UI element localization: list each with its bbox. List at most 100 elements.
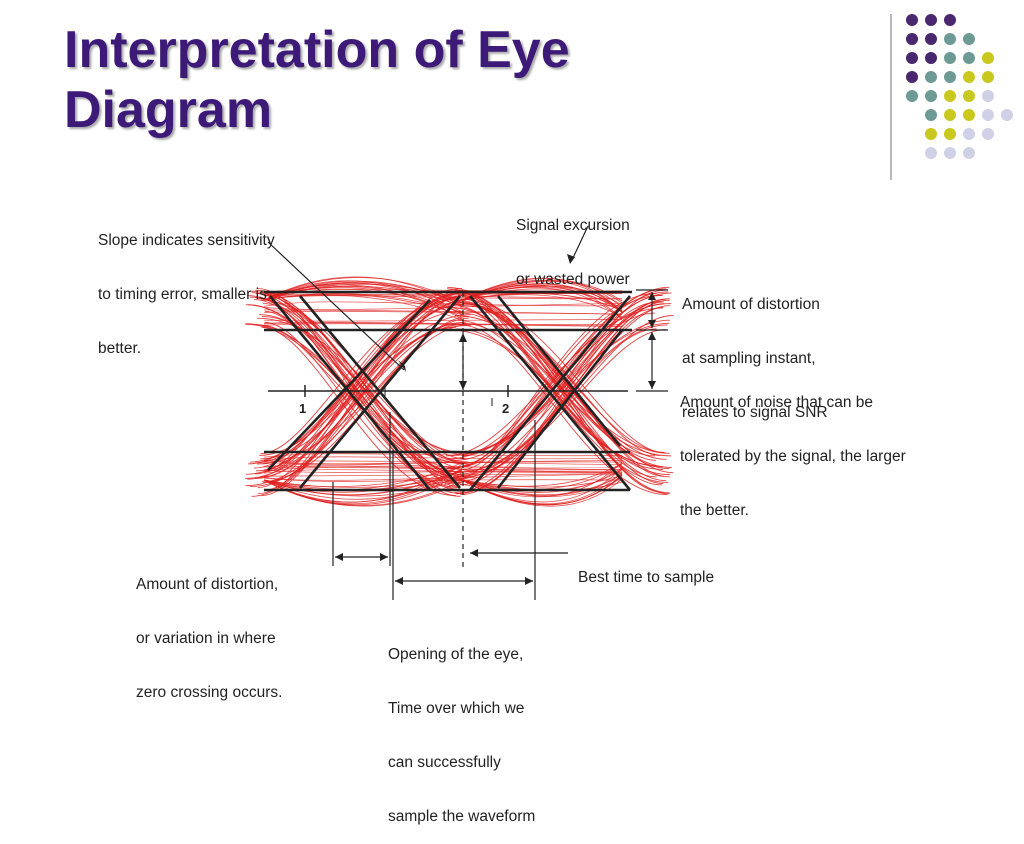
decor-dot — [982, 52, 994, 64]
eye-opening-arrow-head-right — [525, 577, 533, 585]
annotation-zero-crossing-line-3: zero crossing occurs. — [136, 684, 283, 701]
signal-trace — [263, 322, 623, 327]
excursion-arrow-head — [567, 254, 575, 264]
annotation-zero-crossing-line-1: Amount of distortion, — [136, 576, 279, 593]
annotation-eye-opening-line-4: sample the waveform — [388, 808, 536, 825]
annotation-zero-crossing: Amount of distortion, or variation in wh… — [136, 540, 282, 720]
title-line-1: Interpretation of Eye — [64, 21, 570, 79]
decor-dot — [906, 33, 918, 45]
best-time-arrow-head — [470, 549, 478, 557]
title-line-2: Diagram — [64, 81, 273, 139]
signal-trace — [462, 322, 670, 454]
annotation-noise-tolerance-line-3: the better. — [680, 502, 749, 519]
time-axis: 1 2 — [268, 385, 628, 416]
signal-trace — [263, 453, 623, 458]
envelope-line — [299, 295, 461, 489]
noise-margin-arrow-head-top — [648, 332, 656, 340]
signal-trace — [263, 460, 623, 466]
signal-trace — [263, 292, 623, 297]
decor-dot — [982, 128, 994, 140]
axis-tick-label-2: 2 — [502, 401, 509, 416]
annotation-excursion-line-2: or wasted power — [516, 271, 630, 288]
signal-trace — [461, 277, 623, 313]
signal-trace — [263, 476, 623, 482]
distortion-arrow-head-bottom — [648, 320, 656, 328]
signal-trace — [245, 323, 474, 487]
annotation-zero-crossing-line-2: or variation in where — [136, 630, 276, 647]
signal-trace — [263, 463, 623, 471]
eye-opening-arrow-head-left — [395, 577, 403, 585]
signal-trace — [263, 465, 463, 493]
annotation-eye-opening-line-3: can successfully — [388, 754, 501, 771]
decor-dot — [944, 52, 956, 64]
decor-dot — [925, 128, 937, 140]
measurement-markers — [267, 225, 668, 600]
signal-trace — [461, 467, 623, 493]
signal-trace — [263, 456, 623, 462]
signal-trace — [263, 309, 623, 315]
eye-envelope-lines — [264, 290, 632, 492]
signal-trace — [461, 288, 623, 311]
decor-dot — [1001, 109, 1013, 121]
annotation-slope-line-2: to timing error, smaller is — [98, 286, 267, 303]
annotation-best-time: Best time to sample — [578, 533, 714, 605]
signal-trace — [461, 294, 623, 318]
annotation-slope: Slope indicates sensitivity to timing er… — [98, 196, 275, 376]
eye-diagram: 1 2 — [245, 225, 674, 600]
signal-trace — [461, 463, 623, 487]
signal-trace — [459, 294, 662, 486]
decor-dot — [925, 52, 937, 64]
signal-trace — [461, 477, 623, 497]
annotation-excursion-line-1: Signal excursion — [516, 217, 630, 234]
eye-traces — [245, 276, 674, 507]
signal-trace — [263, 465, 623, 474]
eye-height-arrow-head-top — [459, 333, 467, 342]
signal-trace — [263, 295, 623, 300]
decor-dot — [963, 128, 975, 140]
signal-trace — [263, 474, 463, 500]
decor-dot — [925, 90, 937, 102]
envelope-line — [496, 329, 624, 489]
decor-dot — [925, 33, 937, 45]
decor-dot — [944, 147, 956, 159]
annotation-slope-line-3: better. — [98, 340, 142, 357]
annotation-noise-tolerance-line-1: Amount of noise that can be — [680, 394, 874, 411]
excursion-leader — [571, 225, 589, 261]
annotation-distortion-sampling: Amount of distortion at sampling instant… — [682, 260, 828, 440]
annotation-eye-opening-line-1: Opening of the eye, — [388, 646, 524, 663]
annotation-slope-line-1: Slope indicates sensitivity — [98, 232, 275, 249]
decor-dot — [963, 90, 975, 102]
slide-title: Interpretation of Eye Diagram — [64, 20, 824, 140]
signal-trace — [263, 301, 623, 307]
signal-trace — [263, 302, 623, 311]
decor-dot — [906, 90, 918, 102]
decor-dot — [963, 71, 975, 83]
decor-dot-grid — [906, 14, 1013, 164]
signal-trace — [461, 462, 623, 498]
slope-arrow-head — [398, 360, 406, 372]
annotation-noise-tolerance: Amount of noise that can be tolerated by… — [680, 358, 906, 538]
signal-trace — [263, 467, 623, 472]
decor-dot — [963, 33, 975, 45]
zero-crossing-arrow-head-left — [335, 553, 343, 561]
annotation-best-time-line-1: Best time to sample — [578, 569, 715, 586]
distortion-arrow-head-top — [648, 292, 656, 300]
decor-dot — [982, 109, 994, 121]
signal-trace — [446, 303, 672, 457]
annotation-eye-opening: Opening of the eye, Time over which we c… — [388, 610, 535, 844]
decor-dot — [944, 33, 956, 45]
signal-trace — [263, 310, 623, 315]
signal-trace — [263, 459, 623, 465]
decor-vertical-rule — [890, 14, 892, 180]
annotation-noise-tolerance-line-2: tolerated by the signal, the larger — [680, 448, 906, 465]
signal-trace — [247, 295, 465, 480]
decor-dot — [982, 90, 994, 102]
eye-height-arrow-head-bottom — [459, 381, 467, 390]
decor-dot — [944, 71, 956, 83]
signal-trace — [446, 329, 666, 482]
annotation-distortion-sampling-line-1: Amount of distortion — [682, 296, 820, 313]
envelope-line — [268, 295, 432, 491]
decor-dot — [963, 52, 975, 64]
annotation-excursion: Signal excursion or wasted power — [516, 181, 630, 307]
decor-dot — [925, 147, 937, 159]
